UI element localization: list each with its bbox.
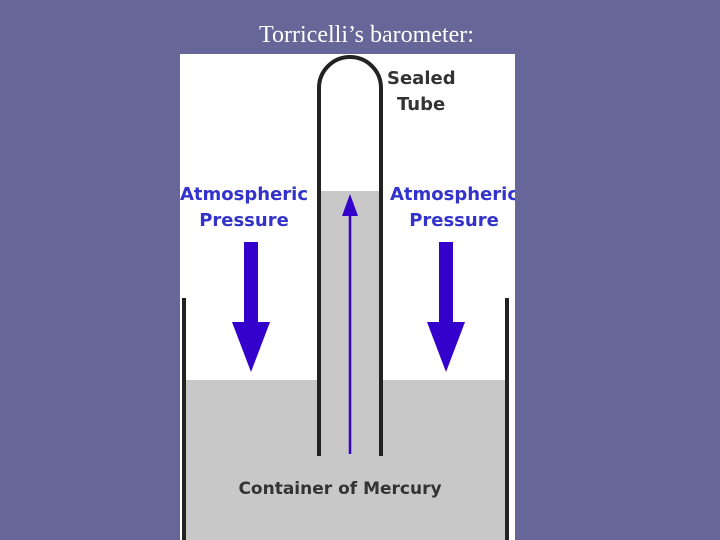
right-pressure-arrow-head: [427, 322, 465, 372]
right-pressure-arrow-shaft: [439, 242, 453, 324]
sealed-tube-label-line2: Tube: [397, 94, 445, 115]
left-pressure-arrow-head: [232, 322, 270, 372]
left-pressure-arrow-shaft: [244, 242, 258, 324]
barometer-diagram: Sealed Tube Atmospheric Pressure Atmosph…: [180, 54, 515, 540]
sealed-tube-label-line1: Sealed: [387, 68, 456, 89]
left-pressure-label-line2: Pressure: [199, 210, 289, 231]
container-label: Container of Mercury: [238, 479, 441, 499]
left-pressure-label-line1: Atmospheric: [180, 184, 308, 205]
slide-title: Torricelli’s barometer:: [259, 22, 474, 48]
sealed-tube: [317, 55, 383, 456]
right-pressure-label-line2: Pressure: [409, 210, 499, 231]
right-pressure-label-line1: Atmospheric: [390, 184, 515, 205]
mercury-rise-arrow-head: [342, 194, 358, 216]
